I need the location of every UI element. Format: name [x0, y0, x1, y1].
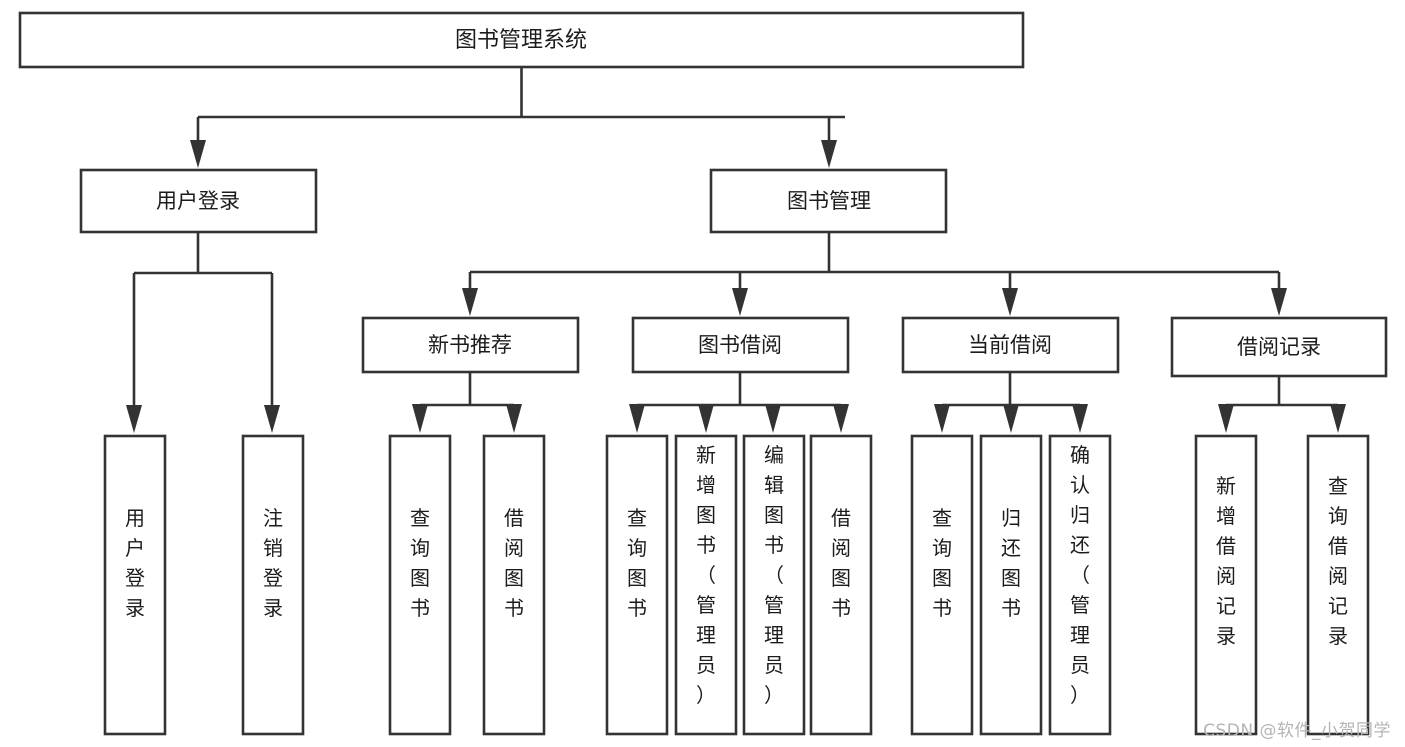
leaf-edit-book-admin-box[interactable]: [742, 434, 806, 736]
leaf-user-login-label: 用户登录: [125, 506, 145, 620]
leaf-logout-login-box[interactable]: [241, 434, 305, 736]
arrow-head-book-borrow: [732, 288, 748, 316]
leaf-user-login[interactable]: 用户登录: [103, 434, 167, 736]
leaf-borrow-book-1-label: 借阅图书: [504, 506, 524, 620]
node-user-login[interactable]: 用户登录: [79, 168, 318, 234]
leaf-confirm-return-admin[interactable]: 确认归还（管理员）: [1048, 434, 1112, 736]
leaf-borrow-book-2[interactable]: 借阅图书: [809, 434, 873, 736]
arrow-head-borrow-record: [1271, 288, 1287, 316]
arrow-head-new-book-recommend: [462, 288, 478, 316]
arrow-head-leaf-query-book-1: [412, 404, 428, 433]
arrow-head-leaf-query-book-2: [629, 404, 645, 433]
arrow-head-leaf-add-borrow-record: [1218, 404, 1234, 433]
arrow-head-leaf-logout-login: [264, 405, 280, 433]
node-new-book-recommend-box[interactable]: [361, 316, 580, 374]
leaf-add-borrow-record-box[interactable]: [1194, 434, 1258, 736]
leaf-query-book-1-box[interactable]: [388, 434, 452, 736]
leaf-query-book-3-box[interactable]: [910, 434, 974, 736]
node-new-book-recommend-label: 新书推荐: [428, 333, 512, 357]
leaf-query-book-2-box[interactable]: [605, 434, 669, 736]
leaf-borrow-book-1-box[interactable]: [482, 434, 546, 736]
node-root[interactable]: 图书管理系统: [18, 11, 1025, 69]
arrow-head-current-borrow: [1002, 288, 1018, 316]
arrow-head-leaf-return-book: [1003, 404, 1019, 433]
node-root-box[interactable]: [18, 11, 1025, 69]
node-book-management[interactable]: 图书管理: [709, 168, 948, 234]
node-user-login-box[interactable]: [79, 168, 318, 234]
node-current-borrow-box[interactable]: [901, 316, 1120, 374]
arrow-head-user-login: [190, 140, 206, 168]
leaf-add-book-admin-box[interactable]: [674, 434, 738, 736]
leaf-add-borrow-record[interactable]: 新增借阅记录: [1194, 434, 1258, 736]
node-book-borrow[interactable]: 图书借阅: [631, 316, 850, 374]
leaf-add-borrow-record-label: 新增借阅记录: [1216, 474, 1236, 648]
leaf-borrow-book-1[interactable]: 借阅图书: [482, 434, 546, 736]
arrow-head-leaf-borrow-book-2: [833, 404, 849, 433]
csdn-watermark: CSDN @软件_小贺同学: [1203, 721, 1391, 741]
node-current-borrow[interactable]: 当前借阅: [901, 316, 1120, 374]
leaf-add-book-admin-label: 新增图书（管理员）: [696, 443, 716, 707]
arrow-head-leaf-user-login: [126, 405, 142, 433]
leaf-query-book-3-label: 查询图书: [932, 506, 952, 620]
arrow-head-leaf-confirm-return-admin: [1072, 404, 1088, 433]
leaf-edit-book-admin-label: 编辑图书（管理员）: [764, 443, 784, 707]
leaf-confirm-return-admin-label: 确认归还（管理员）: [1070, 443, 1090, 707]
leaf-query-borrow-record[interactable]: 查询借阅记录: [1306, 434, 1370, 736]
leaf-confirm-return-admin-box[interactable]: [1048, 434, 1112, 736]
node-book-management-box[interactable]: [709, 168, 948, 234]
leaf-return-book-label: 归还图书: [1001, 506, 1021, 620]
node-book-borrow-box[interactable]: [631, 316, 850, 374]
leaf-borrow-book-2-box[interactable]: [809, 434, 873, 736]
connector-group: [126, 67, 1346, 433]
leaf-query-book-3[interactable]: 查询图书: [910, 434, 974, 736]
leaf-query-book-1[interactable]: 查询图书: [388, 434, 452, 736]
node-root-label: 图书管理系统: [455, 28, 587, 53]
leaf-borrow-book-2-label: 借阅图书: [831, 506, 851, 620]
leaf-user-login-box[interactable]: [103, 434, 167, 736]
leaf-query-book-2[interactable]: 查询图书: [605, 434, 669, 736]
arrow-head-leaf-query-book-3: [934, 404, 950, 433]
node-borrow-record[interactable]: 借阅记录: [1170, 316, 1388, 378]
leaf-logout-login[interactable]: 注销登录: [241, 434, 305, 736]
node-borrow-record-label: 借阅记录: [1237, 335, 1321, 359]
leaf-return-book-box[interactable]: [979, 434, 1043, 736]
leaf-query-borrow-record-box[interactable]: [1306, 434, 1370, 736]
leaf-edit-book-admin[interactable]: 编辑图书（管理员）: [742, 434, 806, 736]
node-current-borrow-label: 当前借阅: [968, 333, 1052, 357]
arrow-head-leaf-borrow-book-1: [506, 404, 522, 433]
node-book-management-label: 图书管理: [787, 189, 871, 213]
leaf-query-borrow-record-label: 查询借阅记录: [1328, 474, 1348, 648]
node-borrow-record-box[interactable]: [1170, 316, 1388, 378]
node-book-borrow-label: 图书借阅: [698, 333, 782, 357]
leaf-query-book-2-label: 查询图书: [627, 506, 647, 620]
arrow-head-leaf-add-book-admin: [698, 404, 714, 433]
leaf-logout-login-label: 注销登录: [263, 506, 283, 620]
arrow-head-leaf-query-borrow-record: [1330, 404, 1346, 433]
node-new-book-recommend[interactable]: 新书推荐: [361, 316, 580, 374]
arrow-head-leaf-edit-book-admin: [765, 404, 781, 433]
arrow-head-book-management: [821, 140, 837, 168]
leaf-query-book-1-label: 查询图书: [410, 506, 430, 620]
leaf-return-book[interactable]: 归还图书: [979, 434, 1043, 736]
leaf-add-book-admin[interactable]: 新增图书（管理员）: [674, 434, 738, 736]
node-user-login-label: 用户登录: [156, 189, 240, 213]
